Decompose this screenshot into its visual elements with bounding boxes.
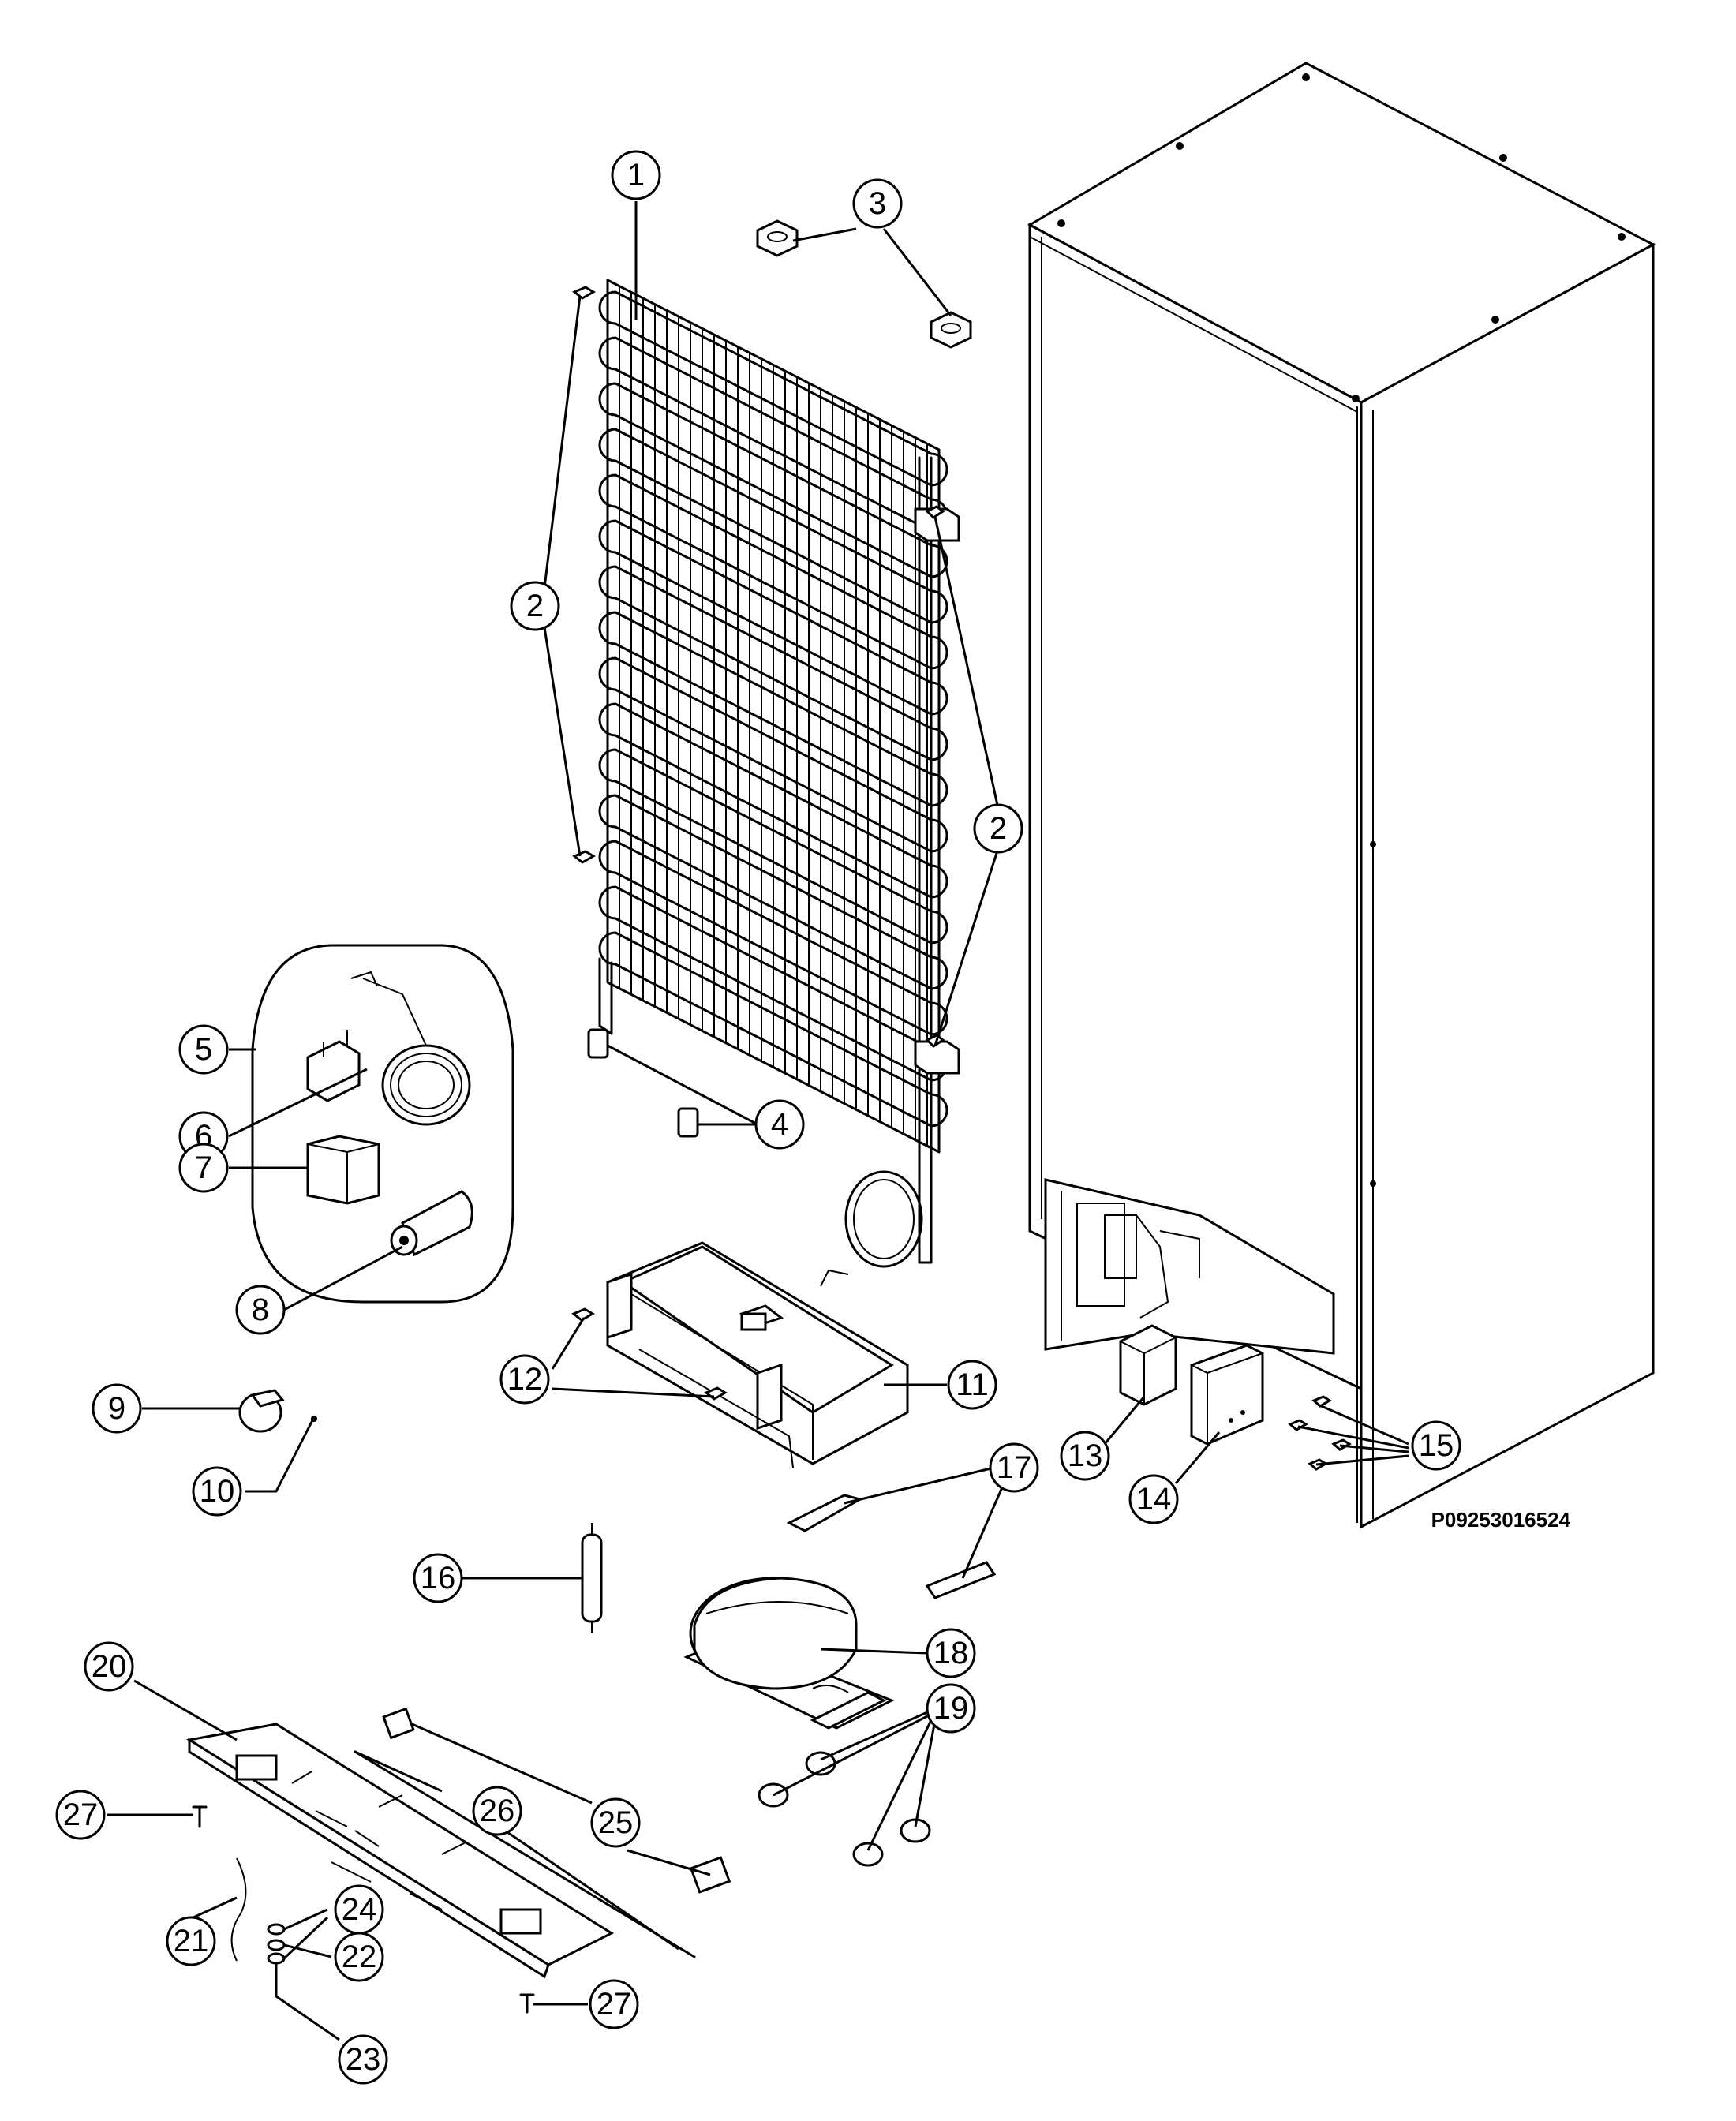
grommets-19	[758, 1751, 931, 1867]
callout-15: 15	[1411, 1420, 1461, 1471]
callout-24: 24	[334, 1884, 384, 1935]
callout-9: 9	[92, 1383, 142, 1434]
drip-tray	[571, 1241, 909, 1468]
callout-11: 11	[947, 1360, 997, 1410]
callout-4: 4	[754, 1099, 805, 1150]
screws-27	[192, 1805, 535, 2014]
svg-text:21: 21	[174, 1924, 209, 1958]
part-4-clips	[587, 1028, 699, 1138]
svg-text:17: 17	[997, 1450, 1032, 1485]
callout-12: 12	[499, 1354, 550, 1405]
svg-text:27: 27	[597, 1987, 632, 2022]
svg-text:11: 11	[956, 1367, 989, 1402]
callout-16: 16	[413, 1553, 463, 1603]
callout-14: 14	[1128, 1474, 1179, 1524]
svg-text:3: 3	[869, 186, 886, 221]
electrical-kit	[251, 944, 514, 1304]
screws-2	[572, 286, 945, 1048]
svg-text:9: 9	[108, 1391, 125, 1426]
svg-text:14: 14	[1136, 1482, 1172, 1517]
condenser-coil	[598, 279, 948, 1268]
callout-20: 20	[84, 1641, 134, 1692]
electrical-boxes	[1119, 1324, 1264, 1446]
screws-15	[1288, 1395, 1352, 1471]
base-plate	[185, 1723, 615, 1979]
callout-2-left: 2	[510, 581, 560, 631]
callout-13: 13	[1060, 1431, 1110, 1481]
callout-1: 1	[611, 150, 661, 200]
svg-text:27: 27	[63, 1797, 99, 1832]
svg-text:4: 4	[771, 1107, 788, 1142]
callout-18: 18	[926, 1628, 976, 1678]
callout-8: 8	[235, 1285, 286, 1335]
svg-text:26: 26	[480, 1794, 515, 1828]
svg-text:25: 25	[598, 1805, 634, 1840]
svg-text:23: 23	[346, 2042, 381, 2077]
svg-text:24: 24	[342, 1892, 377, 1927]
part-17-brackets	[786, 1494, 997, 1599]
callout-25: 25	[590, 1797, 641, 1848]
callout-27-bottom: 27	[589, 1979, 639, 2029]
svg-text:19: 19	[933, 1691, 969, 1726]
svg-text:18: 18	[933, 1636, 969, 1670]
callout-21: 21	[166, 1916, 216, 1966]
refrigerator-cabinet	[1027, 62, 1656, 1529]
callout-26: 26	[472, 1786, 522, 1836]
svg-text:1: 1	[627, 158, 645, 193]
svg-text:2: 2	[990, 811, 1007, 846]
callout-19: 19	[926, 1683, 976, 1734]
callout-10: 10	[192, 1466, 242, 1517]
svg-text:7: 7	[195, 1150, 212, 1185]
leader-lines	[107, 201, 1409, 2041]
part-9-10	[238, 1389, 317, 1433]
svg-text:15: 15	[1419, 1428, 1454, 1463]
callout-2-right: 2	[973, 803, 1023, 854]
filter-drier	[581, 1523, 603, 1633]
svg-text:2: 2	[526, 589, 544, 623]
svg-text:22: 22	[342, 1940, 377, 1974]
callout-23: 23	[338, 2034, 388, 2085]
svg-text:5: 5	[195, 1032, 212, 1067]
svg-text:12: 12	[507, 1362, 543, 1397]
svg-text:16: 16	[421, 1561, 456, 1595]
callout-3: 3	[852, 178, 903, 229]
callout-27-top: 27	[55, 1790, 106, 1840]
drawing-code: P09253016524	[1431, 1508, 1571, 1532]
callout-7: 7	[178, 1143, 229, 1193]
svg-text:10: 10	[200, 1474, 235, 1509]
svg-text:20: 20	[92, 1649, 127, 1684]
svg-text:13: 13	[1068, 1438, 1103, 1473]
part-3-caps	[756, 219, 972, 349]
compressor	[683, 1577, 895, 1730]
callout-5: 5	[178, 1024, 229, 1075]
callout-22: 22	[334, 1932, 384, 1982]
callout-17: 17	[989, 1442, 1039, 1493]
fasteners-21-24	[230, 1857, 286, 1998]
svg-text:8: 8	[252, 1292, 269, 1327]
